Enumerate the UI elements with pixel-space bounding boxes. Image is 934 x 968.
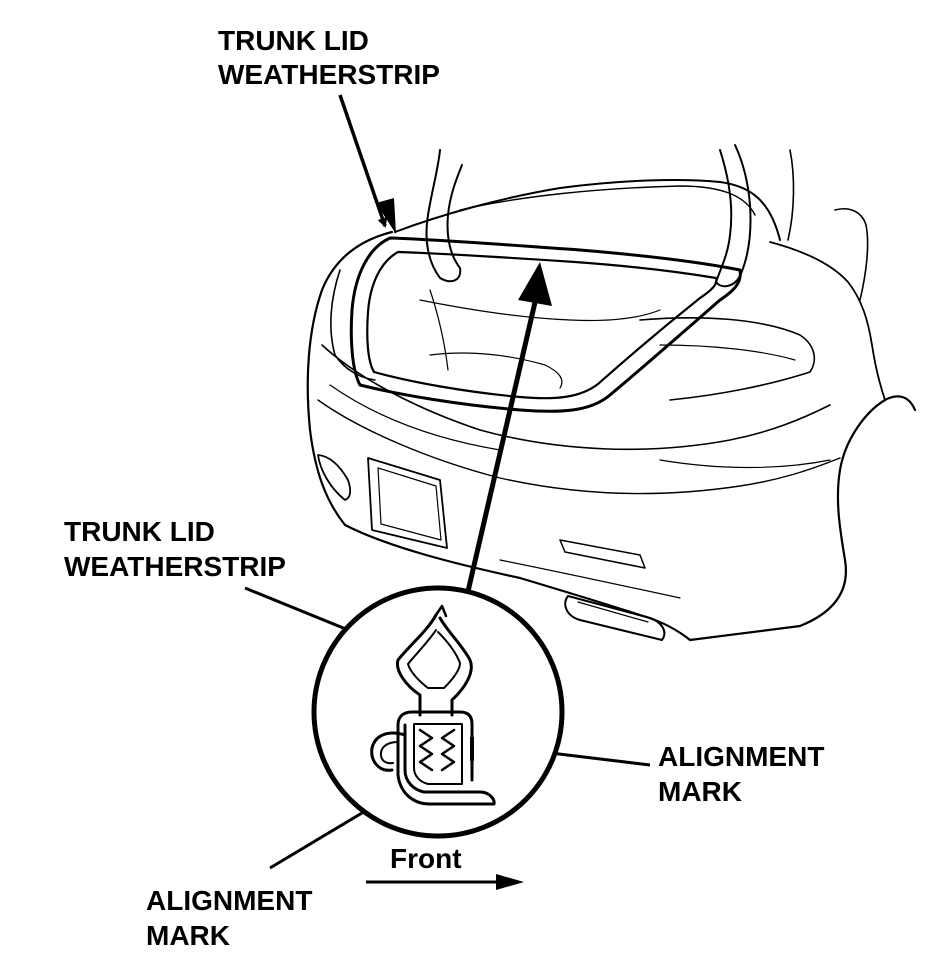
direction-indicator	[366, 874, 524, 890]
weatherstrip-profile	[370, 604, 496, 806]
trunk-lid-edge	[459, 185, 756, 216]
bumper-lower-line	[317, 399, 841, 495]
trunk-floor	[419, 299, 661, 322]
trunk-opening	[349, 144, 795, 413]
tail-light-right	[639, 317, 816, 401]
weatherstrip-inner	[366, 250, 718, 400]
profile-hook-inner	[379, 741, 399, 765]
profile-bulb	[395, 613, 473, 717]
profile-lip	[434, 604, 448, 618]
label-top-weatherstrip-line2: WEATHERSTRIP	[218, 59, 440, 90]
profile-hook	[370, 731, 407, 772]
license-plate	[367, 457, 448, 549]
label-mid-weatherstrip-line2: WEATHERSTRIP	[64, 551, 286, 582]
car-body-outline	[306, 230, 917, 642]
arrow-right-icon-head	[496, 874, 524, 890]
detail-circle	[311, 585, 565, 839]
hinge-right	[715, 144, 752, 288]
rear-reflector	[559, 539, 646, 569]
body-crease-2	[659, 459, 831, 469]
license-plate-inner	[377, 467, 442, 541]
body-crease	[329, 384, 501, 451]
weatherstrip-outer	[349, 236, 742, 413]
exhaust-left	[317, 454, 352, 501]
car-roof-edge	[834, 208, 869, 301]
label-right-alignment-mark-line2: MARK	[658, 776, 742, 807]
arrow-detail-up	[463, 297, 539, 601]
label-bottom-alignment-mark-line1: ALIGNMENT	[146, 885, 312, 916]
profile-channel-inner	[413, 723, 463, 785]
car-rear-drawing	[306, 208, 917, 642]
tail-light-left	[330, 269, 376, 381]
trunk-side-wall	[429, 289, 449, 371]
exhaust-right-inner	[577, 601, 649, 623]
hinge-right-2	[787, 149, 795, 241]
hinge-left	[425, 149, 463, 283]
bumper-line	[321, 344, 831, 451]
label-front-direction: Front	[390, 843, 462, 874]
arrow-top-weatherstrip-head	[376, 198, 396, 234]
arrow-detail-up-head	[518, 262, 552, 306]
car-quarter-panel	[769, 241, 886, 401]
label-top-weatherstrip-line1: TRUNK LID	[218, 25, 369, 56]
profile-bulb-inner	[407, 629, 461, 689]
exhaust-right	[564, 595, 666, 641]
profile-teeth-right	[440, 728, 456, 772]
labels: TRUNK LID WEATHERSTRIP TRUNK LID WEATHER…	[64, 25, 824, 951]
tail-light-right-detail	[659, 344, 796, 361]
profile-channel	[396, 710, 496, 806]
label-right-alignment-mark-line1: ALIGNMENT	[658, 741, 824, 772]
label-mid-weatherstrip-line1: TRUNK LID	[64, 516, 215, 547]
label-bottom-alignment-mark-line2: MARK	[146, 920, 230, 951]
diffuser-line	[499, 559, 681, 599]
trunk-floor-2	[429, 352, 563, 389]
profile-teeth-left	[418, 728, 434, 772]
